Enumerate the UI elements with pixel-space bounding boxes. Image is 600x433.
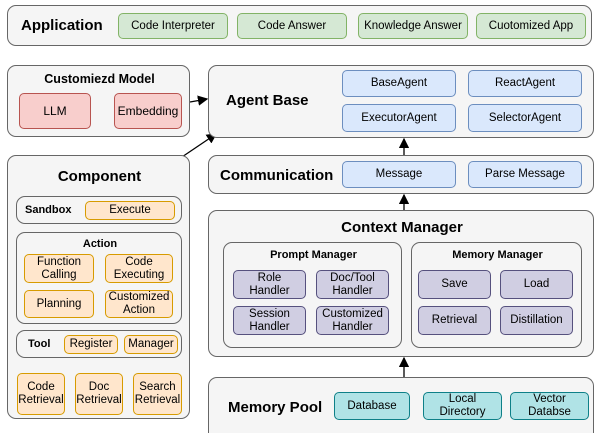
memory-pool-panel: Memory Pool Database Local Directory Vec… <box>208 377 594 433</box>
action-planning[interactable]: Planning <box>24 290 94 318</box>
agent-base-title: Agent Base <box>226 92 309 109</box>
memory-distillation[interactable]: Distillation <box>500 306 573 335</box>
memory-save[interactable]: Save <box>418 270 491 299</box>
component-title: Component <box>57 168 142 185</box>
context-manager-panel: Context Manager Prompt Manager Role Hand… <box>208 210 594 357</box>
communication-panel: Communication Message Parse Message <box>208 155 594 194</box>
agent-react-agent[interactable]: ReactAgent <box>468 70 582 97</box>
customized-model-panel: Customiezd Model LLM Embedding <box>7 65 190 137</box>
memory-retrieval[interactable]: Retrieval <box>418 306 491 335</box>
model-llm[interactable]: LLM <box>19 93 91 129</box>
context-manager-title: Context Manager <box>341 219 463 236</box>
pool-local-directory[interactable]: Local Directory <box>423 392 502 420</box>
agent-selector-agent[interactable]: SelectorAgent <box>468 104 582 132</box>
application-title: Application <box>21 17 103 34</box>
tool-register[interactable]: Register <box>64 335 118 354</box>
prompt-manager-title: Prompt Manager <box>270 249 357 261</box>
memory-manager-title: Memory Manager <box>452 249 543 261</box>
tool-title: Tool <box>28 338 51 350</box>
agent-executor-agent[interactable]: ExecutorAgent <box>342 104 456 132</box>
code-retrieval[interactable]: Code Retrieval <box>17 373 65 415</box>
communication-title: Communication <box>220 167 334 184</box>
prompt-manager-group: Prompt Manager Role Handler Doc/Tool Han… <box>223 242 402 348</box>
comm-parse-message[interactable]: Parse Message <box>468 161 582 188</box>
memory-load[interactable]: Load <box>500 270 573 299</box>
prompt-doc-tool-handler[interactable]: Doc/Tool Handler <box>316 270 389 299</box>
memory-pool-title: Memory Pool <box>228 399 323 416</box>
prompt-session-handler[interactable]: Session Handler <box>233 306 306 335</box>
action-group: Action Function Calling Code Executing P… <box>16 232 182 324</box>
application-panel: Application Code Interpreter Code Answer… <box>7 5 592 46</box>
prompt-role-handler[interactable]: Role Handler <box>233 270 306 299</box>
customized-model-title: Customiezd Model <box>44 72 155 86</box>
pool-database[interactable]: Database <box>334 392 410 420</box>
prompt-customized-handler[interactable]: Customized Handler <box>316 306 389 335</box>
sandbox-group: Sandbox Execute <box>16 196 182 224</box>
tool-group: Tool Register Manager <box>16 330 182 358</box>
app-code-interpreter[interactable]: Code Interpreter <box>118 13 228 39</box>
memory-manager-group: Memory Manager Save Load Retrieval Disti… <box>411 242 582 348</box>
agent-base-panel: Agent Base BaseAgent ReactAgent Executor… <box>208 65 594 138</box>
pool-vector-database[interactable]: Vector Databse <box>510 392 589 420</box>
action-function-calling[interactable]: Function Calling <box>24 254 94 283</box>
tool-manager[interactable]: Manager <box>124 335 178 354</box>
agent-base-agent[interactable]: BaseAgent <box>342 70 456 97</box>
action-code-executing[interactable]: Code Executing <box>105 254 173 283</box>
app-customized-app[interactable]: Cuotomized App <box>476 13 586 39</box>
action-title: Action <box>82 238 118 250</box>
comm-message[interactable]: Message <box>342 161 456 188</box>
component-panel: Component Sandbox Execute Action Functio… <box>7 155 190 419</box>
arrow-model-to-agent <box>189 95 209 106</box>
app-knowledge-answer[interactable]: Knowledge Answer <box>358 13 468 39</box>
app-code-answer[interactable]: Code Answer <box>237 13 347 39</box>
model-embedding[interactable]: Embedding <box>114 93 182 129</box>
search-retrieval[interactable]: Search Retrieval <box>133 373 182 415</box>
sandbox-execute[interactable]: Execute <box>85 201 175 220</box>
doc-retrieval[interactable]: Doc Retrieval <box>75 373 123 415</box>
action-customized-action[interactable]: Customized Action <box>105 290 173 318</box>
sandbox-title: Sandbox <box>25 204 72 216</box>
